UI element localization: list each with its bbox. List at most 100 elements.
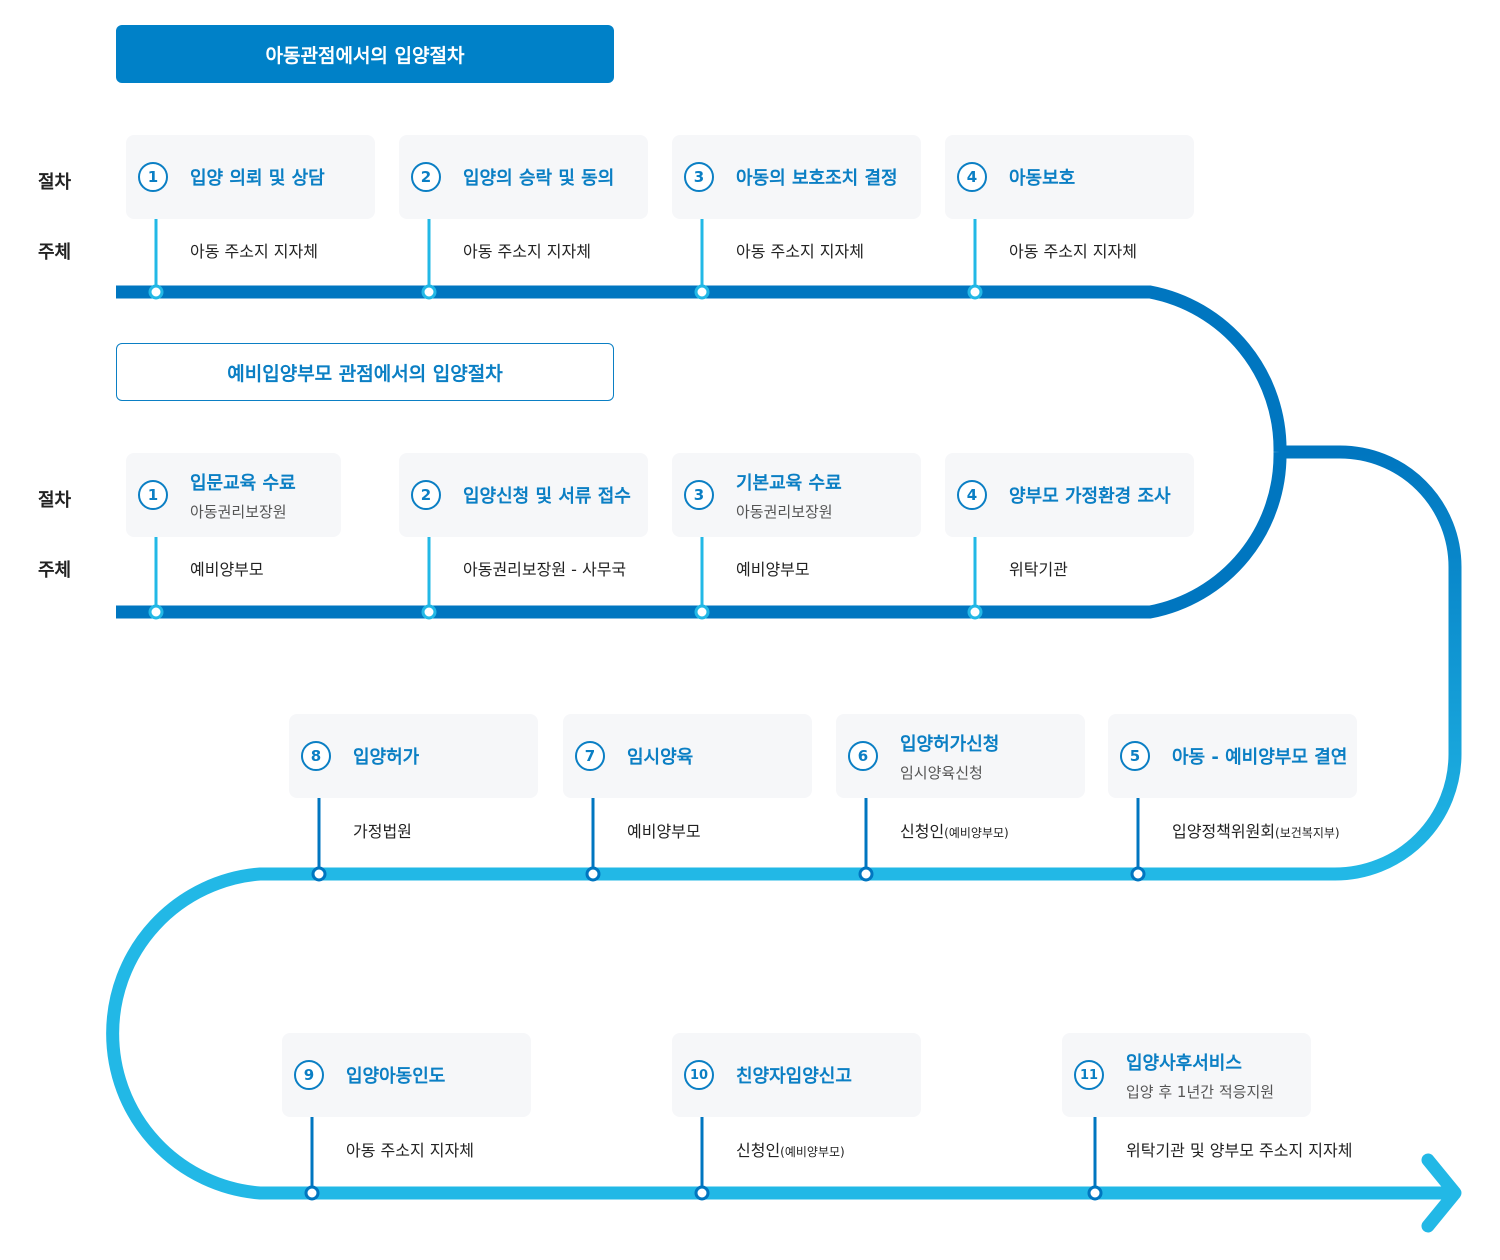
node-dot — [967, 604, 983, 620]
step-subtitle: 입양 후 1년간 적응지원 — [1126, 1082, 1275, 1101]
step-number: 10 — [684, 1060, 714, 1090]
step-title: 양부모 가정환경 조사 — [1009, 486, 1171, 507]
merged-row2-connectors — [304, 1117, 1103, 1201]
child-section-header: 아동관점에서의 입양절차 — [116, 25, 614, 83]
track-line-child — [116, 285, 1287, 453]
step-title: 아동보호 — [1009, 168, 1076, 189]
step-title: 입문교육 수료 — [190, 472, 296, 494]
step-title: 입양 의뢰 및 상담 — [190, 168, 325, 189]
node-dot — [694, 284, 710, 300]
procedure-label: 절차 — [38, 172, 72, 193]
step-subtitle: 임시양육신청 — [900, 763, 983, 782]
procedure-label: 절차 — [38, 490, 72, 511]
step-number: 2 — [411, 162, 441, 192]
actor-label: 주체 — [38, 560, 72, 581]
step-title: 기본교육 수료 — [736, 472, 842, 494]
step-actor: 위탁기관 및 양부모 주소지 지자체 — [1126, 1141, 1353, 1160]
actor-name: 신청인 — [736, 1141, 781, 1160]
node-dot — [858, 866, 874, 882]
step-actor: 아동 주소지 지자체 — [1009, 242, 1137, 261]
step-actor: 예비양부모 — [190, 560, 264, 579]
step-title: 입양의 승락 및 동의 — [463, 168, 615, 189]
step-number: 1 — [138, 480, 168, 510]
step-number: 3 — [684, 162, 714, 192]
step-7: 7 임시양육 — [563, 714, 812, 798]
step-subtitle: 아동권리보장원 — [736, 502, 833, 521]
actor-note: (예비양부모) — [780, 1145, 845, 1159]
step-number: 1 — [138, 162, 168, 192]
node-dot — [694, 1185, 710, 1201]
child-step-connectors — [148, 218, 983, 300]
step-number: 4 — [957, 162, 987, 192]
parent-step-1: 1 입문교육 수료 아동권리보장원 — [126, 453, 341, 537]
step-title: 입양허가 — [353, 747, 420, 768]
node-dot — [1130, 866, 1146, 882]
step-11: 11 입양사후서비스 입양 후 1년간 적응지원 — [1062, 1033, 1311, 1117]
step-title: 친양자입양신고 — [736, 1066, 852, 1087]
parent-step-2: 2 입양신청 및 서류 접수 — [399, 453, 648, 537]
node-dot — [304, 1185, 320, 1201]
child-step-2: 2 입양의 승락 및 동의 — [399, 135, 648, 219]
step-8: 8 입양허가 — [289, 714, 538, 798]
step-actor: 입양정책위원회(보건복지부) — [1172, 818, 1340, 842]
step-actor: 위탁기관 — [1009, 560, 1068, 579]
step-actor: 아동 주소지 지자체 — [190, 242, 318, 261]
child-step-3: 3 아동의 보호조치 결정 — [672, 135, 921, 219]
merged-row1-connectors — [311, 798, 1146, 882]
node-dot — [311, 866, 327, 882]
step-number: 4 — [957, 480, 987, 510]
step-number: 7 — [575, 741, 605, 771]
step-actor: 아동권리보장원 - 사무국 — [463, 560, 627, 579]
actor-note: (예비양부모) — [944, 826, 1009, 840]
step-actor: 아동 주소지 지자체 — [463, 242, 591, 261]
step-actor: 예비양부모 — [627, 822, 701, 841]
node-dot — [585, 866, 601, 882]
step-number: 9 — [294, 1060, 324, 1090]
child-step-4: 4 아동보호 — [945, 135, 1194, 219]
track-line-parent — [116, 451, 1287, 619]
step-6: 6 입양허가신청 임시양육신청 — [836, 714, 1085, 798]
actor-name: 입양정책위원회 — [1172, 822, 1276, 841]
track-line-connector — [1280, 445, 1462, 881]
parent-step-3: 3 기본교육 수료 아동권리보장원 — [672, 453, 921, 537]
actor-label: 주체 — [38, 242, 72, 263]
step-number: 2 — [411, 480, 441, 510]
step-number: 5 — [1120, 741, 1150, 771]
node-dot — [421, 284, 437, 300]
step-9: 9 입양아동인도 — [282, 1033, 531, 1117]
step-number: 8 — [301, 741, 331, 771]
node-dot — [967, 284, 983, 300]
step-title: 아동의 보호조치 결정 — [736, 168, 898, 189]
node-dot — [148, 604, 164, 620]
parent-section-header: 예비입양부모 관점에서의 입양절차 — [116, 343, 614, 401]
arrow-head-icon — [1421, 1153, 1462, 1233]
step-actor: 신청인(예비양부모) — [900, 818, 1009, 842]
node-dot — [421, 604, 437, 620]
step-title: 아동 - 예비양부모 결연 — [1172, 747, 1348, 768]
step-number: 11 — [1074, 1060, 1104, 1090]
node-dot — [1087, 1185, 1103, 1201]
step-actor: 아동 주소지 지자체 — [346, 1141, 474, 1160]
step-number: 6 — [848, 741, 878, 771]
step-title: 입양사후서비스 — [1126, 1052, 1242, 1074]
node-dot — [694, 604, 710, 620]
actor-name: 신청인 — [900, 822, 945, 841]
step-title: 임시양육 — [627, 747, 694, 768]
child-step-1: 1 입양 의뢰 및 상담 — [126, 135, 375, 219]
node-dot — [148, 284, 164, 300]
step-actor: 예비양부모 — [736, 560, 810, 579]
parent-step-connectors — [148, 537, 983, 620]
actor-note: (보건복지부) — [1275, 826, 1340, 840]
step-number: 3 — [684, 480, 714, 510]
parent-step-4: 4 양부모 가정환경 조사 — [945, 453, 1194, 537]
step-10: 10 친양자입양신고 — [672, 1033, 921, 1117]
step-title: 입양신청 및 서류 접수 — [463, 486, 631, 507]
step-title: 입양허가신청 — [900, 733, 1000, 755]
step-actor: 신청인(예비양부모) — [736, 1137, 845, 1161]
step-5: 5 아동 - 예비양부모 결연 — [1108, 714, 1357, 798]
track-line-merged — [106, 867, 1452, 1200]
step-subtitle: 아동권리보장원 — [190, 502, 287, 521]
step-title: 입양아동인도 — [346, 1066, 446, 1087]
step-actor: 가정법원 — [353, 822, 412, 841]
